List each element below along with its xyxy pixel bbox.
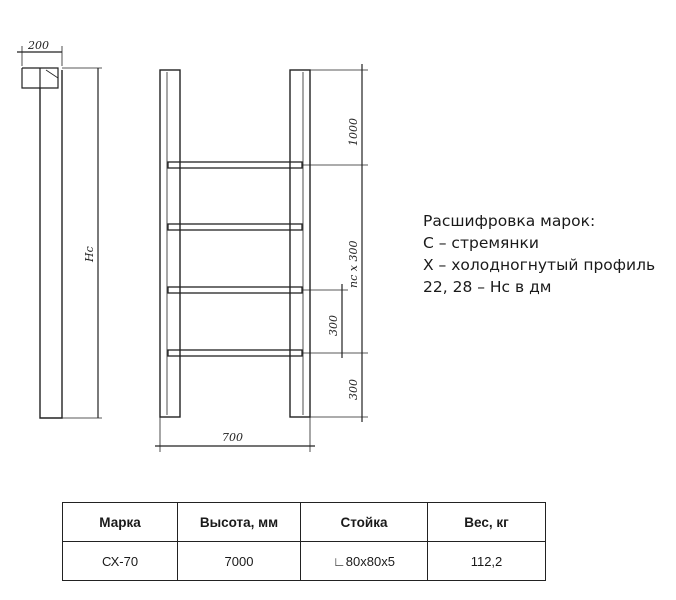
spec-table: Марка Высота, мм Стойка Вес, кг СХ-70 70…: [62, 502, 546, 581]
ladder-drawing: 200 Hc 700 1000 nc x 300 300 300: [17, 39, 368, 452]
side-width-dim: 200: [27, 39, 49, 52]
width-dim: 700: [222, 431, 243, 444]
step-pitch-dim: 300: [327, 315, 340, 336]
table-header-row: Марка Высота, мм Стойка Вес, кг: [62, 502, 546, 542]
table-cell: 112,2: [427, 541, 546, 581]
bottom-gap-dim: 300: [347, 379, 360, 400]
marking-legend: Расшифровка марок: С – стремянки Х – хол…: [423, 210, 655, 298]
legend-line: С – стремянки: [423, 234, 539, 252]
step-span-dim: nc x 300: [347, 241, 360, 288]
header-cell: Вес, кг: [427, 502, 546, 542]
table-cell: 7000: [177, 541, 301, 581]
legend-line: 22, 28 – Нс в дм: [423, 278, 552, 296]
table-row: СХ-70 7000 ∟80х80х5 112,2: [62, 541, 546, 581]
side-view: [17, 46, 102, 419]
legend-title: Расшифровка марок:: [423, 212, 596, 230]
height-dim: Hc: [83, 246, 96, 263]
legend-line: Х – холодногнутый профиль: [423, 256, 656, 274]
table-cell: ∟80х80х5: [300, 541, 428, 581]
header-cell: Стойка: [300, 502, 428, 542]
front-view: [155, 64, 368, 452]
table-cell: СХ-70: [62, 541, 178, 581]
header-cell: Марка: [62, 502, 178, 542]
top-gap-dim: 1000: [347, 118, 360, 146]
header-cell: Высота, мм: [177, 502, 301, 542]
